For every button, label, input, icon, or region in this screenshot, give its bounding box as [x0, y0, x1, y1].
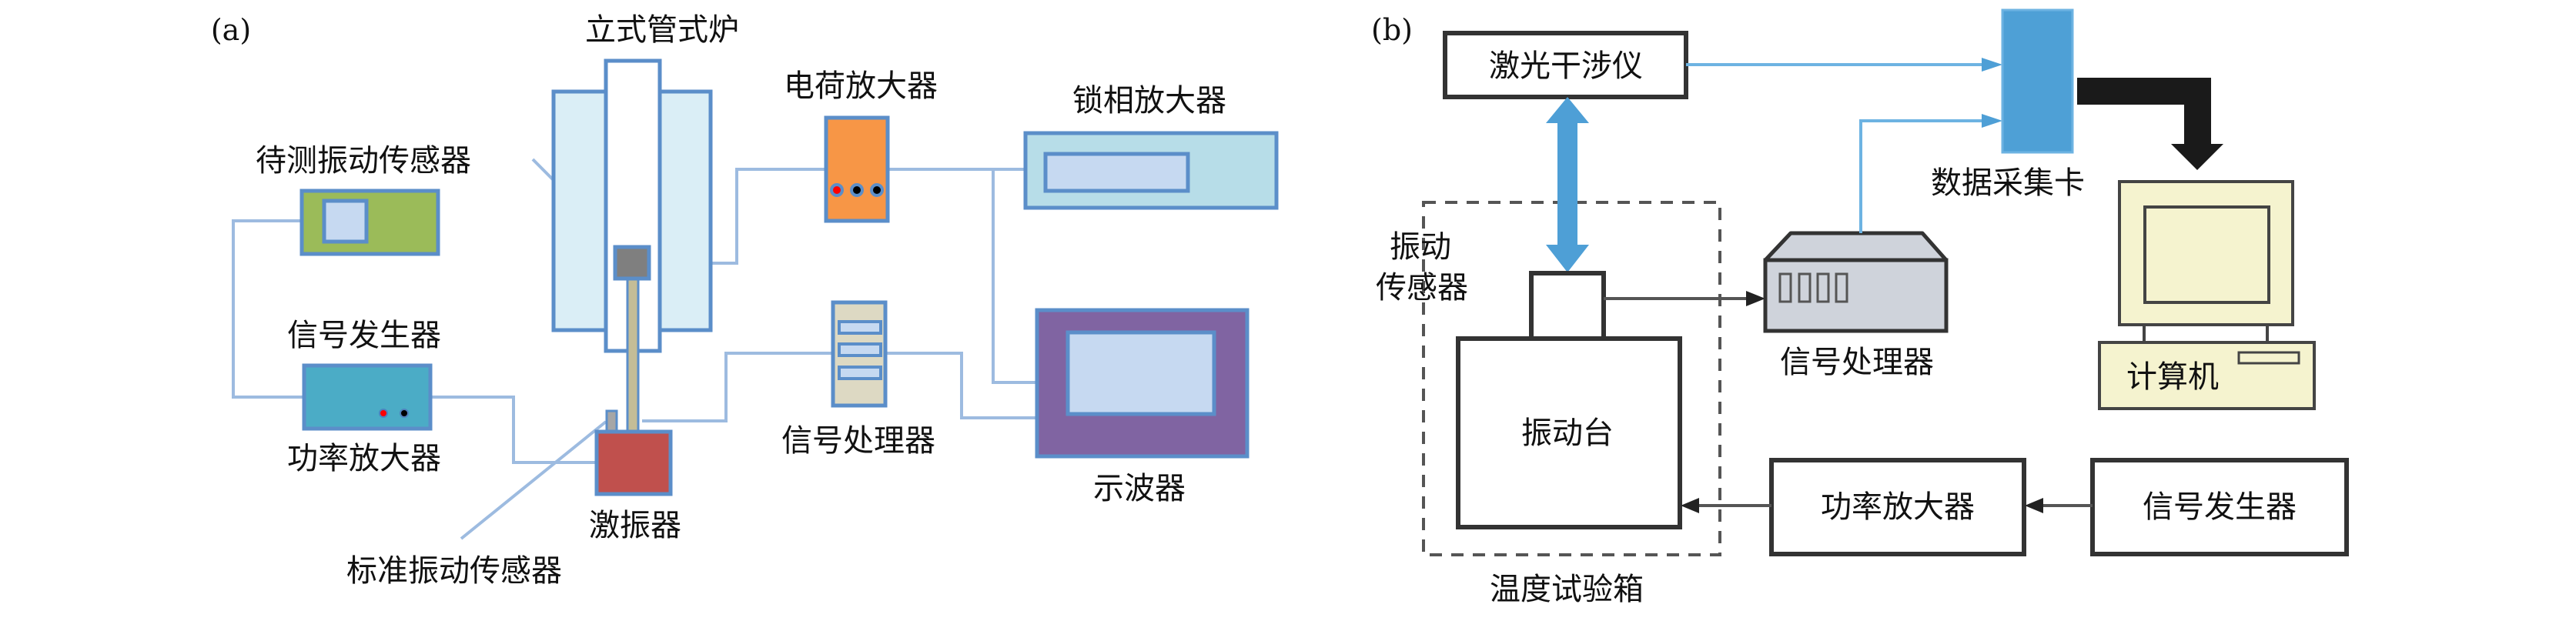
- black-terminal-icon: [850, 183, 864, 197]
- arrowhead-icon: [1982, 114, 2002, 128]
- label-furnace: 立式管式炉: [585, 12, 739, 48]
- label-computer: 计算机: [2126, 359, 2219, 395]
- wire-processor-to-daq: [1859, 119, 1982, 233]
- label-signal-generator: 信号发生器: [287, 318, 441, 353]
- red-terminal-icon: [830, 183, 844, 197]
- label-power-amplifier: 功率放大器: [287, 441, 441, 476]
- charge-amplifier-unit: [824, 115, 890, 223]
- arrowhead-icon: [1746, 291, 1765, 306]
- disk-drive-slot: [2237, 351, 2300, 365]
- label-vibration-sensor-line2: 传感器: [1376, 270, 1468, 305]
- standard-sensor: [605, 409, 618, 433]
- laser-beam-double-arrow: [1546, 97, 1589, 272]
- sensor-under-test-unit: [299, 189, 440, 256]
- computer-unit: [2098, 180, 2316, 410]
- panel-b: (b) 激光干涉仪 振动台 振动 传感器 温度试验箱 信号处理器: [1371, 8, 2349, 607]
- processor-slot: [838, 366, 882, 380]
- processor-top: [1763, 231, 1949, 262]
- label-signal-processor: 信号处理器: [781, 423, 935, 459]
- label-temperature-chamber: 温度试验箱: [1490, 572, 1644, 607]
- processor-slot: [1816, 272, 1830, 303]
- arrowhead-icon: [2025, 498, 2043, 513]
- shake-table-box: [1456, 336, 1682, 529]
- label-laser-interferometer: 激光干涉仪: [1489, 48, 1643, 84]
- vibration-sensor-box: [1529, 271, 1606, 341]
- charge-amplifier-body: [824, 115, 890, 223]
- processor-front: [1763, 258, 1949, 333]
- temperature-chamber-outline: [1422, 201, 1721, 556]
- sensor-under-test-in-furnace: [613, 245, 651, 281]
- lock-in-display: [1043, 152, 1190, 193]
- data-transfer-arrow: [2077, 78, 2223, 170]
- label-vibration-sensor-line1: 振动: [1390, 229, 1451, 265]
- label-signal-generator-b: 信号发生器: [2143, 489, 2297, 525]
- black-terminal-icon: [400, 409, 409, 418]
- processor-slot: [1835, 272, 1848, 303]
- vibration-rod: [626, 277, 640, 433]
- label-daq-card: 数据采集卡: [1931, 165, 2085, 201]
- label-exciter: 激振器: [589, 508, 681, 543]
- label-standard-sensor: 标准振动传感器: [346, 553, 562, 589]
- wire-charge-amp-to-scope: [992, 169, 1037, 384]
- panel-b-tag: (b): [1371, 13, 1413, 47]
- signal-processor-unit-a: [831, 300, 888, 408]
- red-terminal-icon: [379, 409, 388, 418]
- panel-a-tag: (a): [211, 13, 251, 47]
- panel-a: (a): [211, 12, 1279, 589]
- signal-processor-unit-b: [1763, 231, 1949, 333]
- black-terminal-icon: [870, 183, 884, 197]
- wire-generator-to-exciter: [430, 396, 597, 464]
- oscilloscope-screen: [1066, 330, 1216, 416]
- arrowhead-icon: [1681, 498, 1699, 513]
- monitor-screen: [2143, 205, 2270, 304]
- label-shake-table: 振动台: [1521, 416, 1614, 451]
- signal-generator-body: [302, 363, 433, 431]
- wire-sensor-to-generator: [232, 219, 304, 399]
- label-lock-in-amplifier: 锁相放大器: [1072, 83, 1226, 119]
- daq-card: [2001, 8, 2074, 154]
- lock-in-amplifier-unit: [1023, 131, 1279, 210]
- processor-slot: [1778, 272, 1792, 303]
- signal-generator-unit: [302, 363, 433, 431]
- oscilloscope-unit: [1035, 308, 1250, 459]
- processor-slot: [838, 342, 882, 357]
- wire-processor-to-scope: [885, 352, 1037, 419]
- label-sensor-under-test: 待测振动传感器: [256, 143, 471, 179]
- sensor-unit-window: [322, 199, 369, 244]
- label-signal-processor-b: 信号处理器: [1780, 345, 1934, 380]
- wire-standard-sensor-to-processor: [642, 352, 833, 422]
- label-charge-amplifier: 电荷放大器: [784, 68, 938, 104]
- arrowhead-icon: [1982, 58, 2002, 72]
- processor-slot: [838, 320, 882, 335]
- power-amplifier-box: [1769, 458, 2026, 556]
- processor-slot: [1798, 272, 1812, 303]
- pointer-standard-sensor: [460, 420, 607, 540]
- label-power-amplifier-b: 功率放大器: [1821, 489, 1975, 525]
- exciter: [594, 429, 673, 496]
- label-oscilloscope: 示波器: [1093, 471, 1186, 506]
